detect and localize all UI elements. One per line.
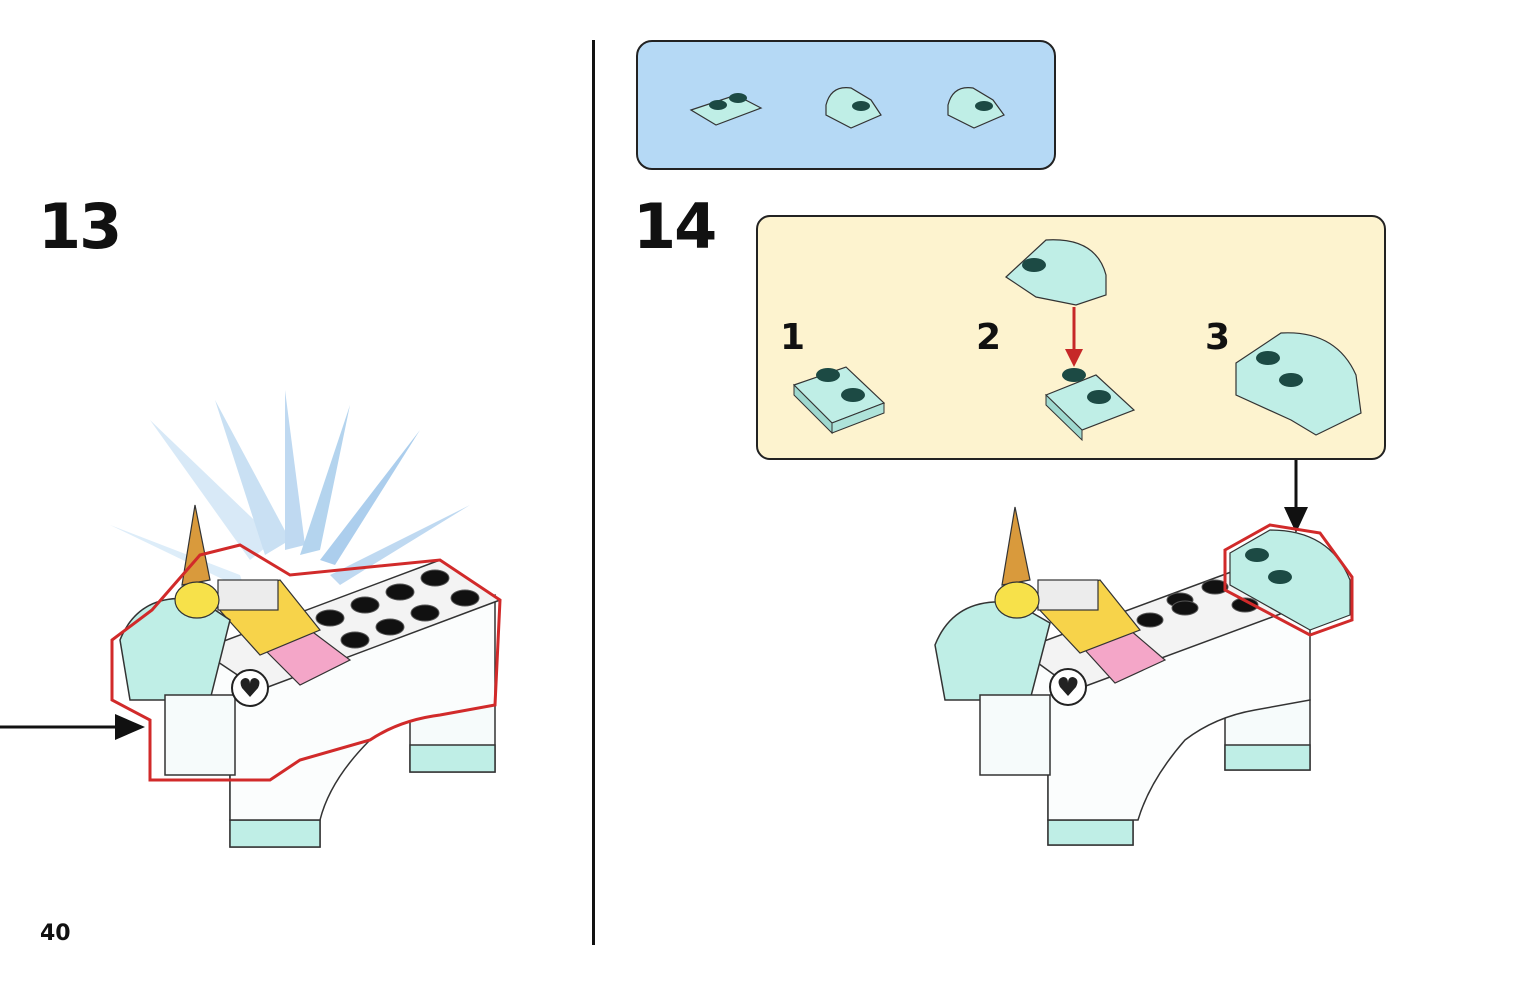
sparkle-icon	[110, 390, 470, 590]
part-bracket-1	[825, 87, 882, 129]
step-number-14: 14	[633, 190, 717, 263]
page-number: 40	[40, 921, 71, 946]
heart-icon	[240, 678, 260, 697]
substep-label-1: 1	[780, 317, 806, 358]
substep-2-assembly	[1005, 239, 1136, 442]
step-13-illustration	[0, 390, 502, 848]
step-number-13: 13	[38, 190, 122, 263]
substep-illustrations	[792, 239, 1362, 442]
column-divider	[592, 40, 595, 945]
part-plate-1x2	[689, 93, 763, 126]
heart-icon-step-14	[1058, 677, 1078, 696]
substep-1-plate	[792, 366, 886, 435]
substep-label-3: 3	[1205, 317, 1231, 358]
part-bracket-2	[947, 87, 1005, 129]
arrow-right-icon	[0, 714, 145, 740]
substep-3-assembly	[1235, 332, 1362, 436]
arrow-down-icon	[1284, 460, 1308, 533]
parts-list-items	[689, 87, 1005, 129]
unicorn-model	[110, 504, 502, 848]
red-arrow-down-icon	[1065, 307, 1083, 367]
step-14-illustration	[934, 460, 1354, 846]
unicorn-model-step-14	[934, 506, 1354, 846]
substep-label-2: 2	[976, 317, 1002, 358]
